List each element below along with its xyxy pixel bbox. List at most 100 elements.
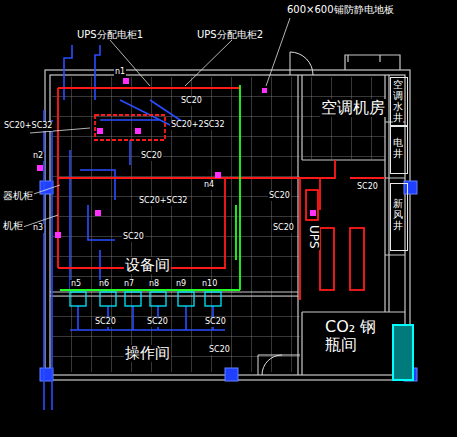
cabinet	[100, 292, 116, 306]
door-swing	[258, 355, 300, 375]
columns	[40, 181, 417, 381]
tray	[350, 177, 385, 179]
leader-lines	[20, 18, 290, 228]
ups-unit	[306, 190, 318, 220]
equipment-label: 机柜	[2, 220, 24, 231]
callout-number: n6	[98, 280, 110, 289]
outlet	[123, 78, 129, 84]
green-trays	[60, 85, 240, 290]
cabinet	[150, 292, 166, 306]
floor-grid	[52, 77, 300, 372]
pipe	[95, 45, 100, 100]
tray	[300, 160, 335, 300]
outlet	[37, 165, 43, 171]
room: 设备间	[52, 77, 298, 290]
outlet	[135, 128, 141, 134]
cabinets	[70, 292, 221, 306]
outlet	[262, 88, 267, 93]
cable	[70, 306, 225, 330]
blue-pipes	[44, 45, 225, 410]
equipment-label: 600×600铺防静电地板	[286, 4, 395, 15]
pipe	[51, 120, 53, 410]
conduit-label: SC20	[94, 318, 117, 327]
callout-number: n9	[175, 280, 187, 289]
cable	[70, 150, 115, 290]
column	[225, 368, 238, 381]
room-label: 空调机房	[320, 99, 386, 117]
outer-wall	[45, 70, 410, 380]
conduit-label: SC20	[356, 183, 379, 192]
conduit-label: SC20	[208, 346, 231, 355]
callout-number: n4	[203, 181, 215, 190]
room-label: 电井	[393, 137, 403, 159]
conduit-label: SC20+SC32	[3, 122, 53, 131]
conduit-label: SC20+SC32	[138, 197, 188, 206]
cabinet	[125, 292, 141, 306]
cabinet	[205, 292, 221, 306]
room: 空调机房	[302, 77, 385, 159]
leader-line	[185, 40, 232, 86]
column	[40, 181, 53, 194]
walls	[45, 55, 410, 380]
equipment-label: UPS分配电柜2	[196, 29, 264, 40]
cable	[100, 100, 195, 165]
conduit-label: SC20	[180, 97, 203, 106]
vent-shaft	[345, 55, 400, 70]
conduit-label: SC20	[122, 233, 145, 242]
outlet	[310, 210, 316, 216]
room-label: UPS	[306, 224, 320, 250]
cabinet	[95, 115, 165, 140]
conduit-label: SC20+2SC32	[170, 121, 225, 130]
tray	[60, 85, 240, 290]
conduit-label: SC20	[272, 224, 295, 233]
leader-line	[266, 18, 290, 86]
outlet	[95, 210, 101, 216]
leader-line	[20, 128, 90, 228]
cable-trays	[58, 88, 385, 300]
room-label: CO₂ 钢瓶间	[324, 318, 379, 355]
pipe	[64, 45, 72, 100]
shaft-box: 新风井	[390, 183, 408, 251]
equipment-label: UPS分配电柜1	[76, 29, 144, 40]
outlet	[97, 128, 103, 134]
room-label: 空调水井	[393, 79, 403, 123]
tray	[235, 205, 237, 260]
room: 操作间	[52, 297, 298, 373]
shaft-box: 空调水井	[390, 77, 408, 126]
doors	[258, 52, 313, 375]
inner-wall	[50, 75, 405, 375]
callout-number: n3	[32, 224, 44, 233]
conduit-label: SC20	[140, 152, 163, 161]
conduit-label: SC20	[268, 192, 291, 201]
cabinet	[178, 292, 194, 306]
door-swing	[290, 52, 313, 75]
outlets	[37, 78, 316, 238]
callout-number: n8	[148, 280, 160, 289]
outlet	[55, 232, 61, 238]
conduit-label: SC20	[204, 318, 227, 327]
callout-number: n10	[201, 280, 218, 289]
cabinet	[70, 292, 86, 306]
room-label: 操作间	[124, 345, 171, 362]
callout-number: n5	[70, 280, 82, 289]
column	[40, 368, 53, 381]
partition-wall	[50, 292, 298, 296]
gas-cylinder	[393, 325, 413, 380]
room-label: 设备间	[124, 257, 171, 274]
room: CO₂ 钢瓶间	[318, 314, 390, 378]
callout-number: n1	[114, 68, 126, 77]
tray	[58, 88, 300, 268]
equipment-label: 器机柜	[2, 190, 34, 201]
shaft-box: 电井	[390, 126, 408, 174]
callout-number: n2	[32, 152, 44, 161]
outlet	[215, 172, 221, 178]
leader-line	[110, 40, 150, 86]
callout-number: n7	[123, 280, 135, 289]
conduit-label: SC20	[146, 318, 169, 327]
ups-unit	[350, 228, 364, 290]
floor-grid	[302, 77, 385, 159]
shaft-wall	[385, 122, 405, 255]
room-label: 新风井	[393, 198, 403, 231]
